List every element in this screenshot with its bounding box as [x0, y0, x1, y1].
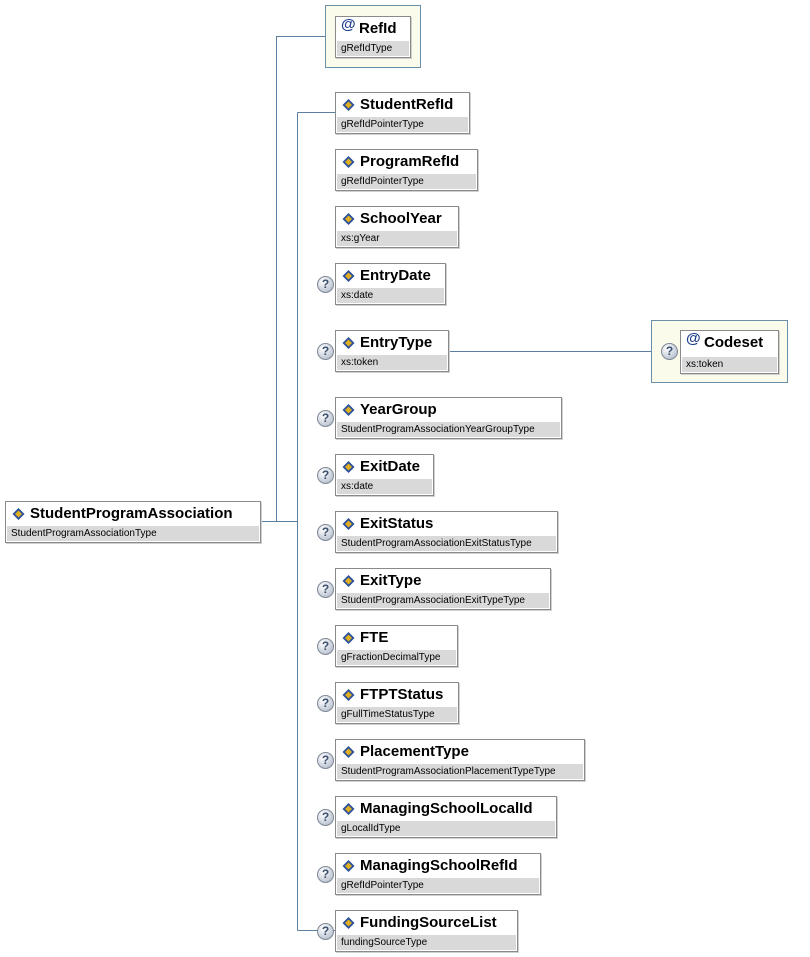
element-name: ProgramRefId: [360, 152, 460, 170]
optional-icon: ?: [317, 809, 334, 826]
element-node-entrydate[interactable]: EntryDate xs:date: [335, 263, 446, 305]
element-icon: [342, 98, 355, 111]
attribute-group-codeset: ? @ Codeset xs:token: [651, 320, 788, 383]
optional-icon: ?: [317, 524, 334, 541]
root-element-name: StudentProgramAssociation: [30, 504, 233, 522]
element-node-exitstatus[interactable]: ExitStatus StudentProgramAssociationExit…: [335, 511, 558, 553]
element-name: ExitDate: [360, 457, 421, 475]
optional-icon: ?: [317, 343, 334, 360]
element-icon: [342, 517, 355, 530]
element-name: PlacementType: [360, 742, 469, 760]
element-type: fundingSourceType: [337, 935, 516, 950]
attribute-icon: @: [686, 330, 701, 347]
element-icon: [342, 574, 355, 587]
element-node-yeargroup[interactable]: YearGroup StudentProgramAssociationYearG…: [335, 397, 562, 439]
optional-icon: ?: [317, 410, 334, 427]
optional-icon: ?: [661, 343, 678, 360]
element-type: StudentProgramAssociationExitTypeType: [337, 593, 549, 608]
optional-icon: ?: [317, 695, 334, 712]
attribute-group-refid: @ RefId gRefIdType: [325, 5, 421, 68]
element-name: SchoolYear: [360, 209, 442, 227]
element-icon: [342, 460, 355, 473]
element-node-fundingsourcelist[interactable]: FundingSourceList fundingSourceType: [335, 910, 518, 952]
element-name: StudentRefId: [360, 95, 454, 113]
element-type: xs:date: [337, 288, 444, 303]
element-icon: [342, 631, 355, 644]
attribute-type: gRefIdType: [337, 41, 409, 56]
element-type: gRefIdPointerType: [337, 878, 539, 893]
element-name: ManagingSchoolLocalId: [360, 799, 533, 817]
attribute-name: Codeset: [704, 333, 764, 351]
element-name: FundingSourceList: [360, 913, 497, 931]
attribute-node-codeset[interactable]: @ Codeset xs:token: [680, 330, 779, 374]
element-icon: [342, 155, 355, 168]
optional-icon: ?: [317, 467, 334, 484]
element-icon: [342, 802, 355, 815]
element-type: gLocalIdType: [337, 821, 555, 836]
element-icon: [12, 507, 25, 520]
element-icon: [342, 269, 355, 282]
element-node-managingschoolrefid[interactable]: ManagingSchoolRefId gRefIdPointerType: [335, 853, 541, 895]
optional-icon: ?: [317, 923, 334, 940]
element-name: EntryType: [360, 333, 433, 351]
element-node-exitdate[interactable]: ExitDate xs:date: [335, 454, 434, 496]
element-type: gFractionDecimalType: [337, 650, 456, 665]
element-type: StudentProgramAssociationExitStatusType: [337, 536, 556, 551]
element-type: xs:token: [337, 355, 447, 370]
element-icon: [342, 745, 355, 758]
element-node-managingschoollocalid[interactable]: ManagingSchoolLocalId gLocalIdType: [335, 796, 557, 838]
element-name: EntryDate: [360, 266, 431, 284]
element-name: ExitType: [360, 571, 422, 589]
element-icon: [342, 916, 355, 929]
attribute-icon: @: [341, 16, 356, 33]
root-element-type: StudentProgramAssociationType: [7, 526, 259, 541]
element-node-placementtype[interactable]: PlacementType StudentProgramAssociationP…: [335, 739, 585, 781]
element-name: ExitStatus: [360, 514, 434, 532]
element-type: gRefIdPointerType: [337, 117, 468, 132]
element-node-exittype[interactable]: ExitType StudentProgramAssociationExitTy…: [335, 568, 551, 610]
element-node-studentrefid[interactable]: StudentRefId gRefIdPointerType: [335, 92, 470, 134]
element-type: StudentProgramAssociationPlacementTypeTy…: [337, 764, 583, 779]
attribute-node-refid[interactable]: @ RefId gRefIdType: [335, 16, 411, 58]
element-node-fte[interactable]: FTE gFractionDecimalType: [335, 625, 458, 667]
element-icon: [342, 336, 355, 349]
attribute-name: RefId: [359, 19, 397, 37]
attribute-type: xs:token: [682, 357, 777, 372]
element-node-ftptstatus[interactable]: FTPTStatus gFullTimeStatusType: [335, 682, 459, 724]
element-node-entrytype[interactable]: EntryType xs:token: [335, 330, 449, 372]
element-name: FTPTStatus: [360, 685, 444, 703]
element-node-programrefid[interactable]: ProgramRefId gRefIdPointerType: [335, 149, 478, 191]
element-type: gFullTimeStatusType: [337, 707, 457, 722]
element-name: YearGroup: [360, 400, 437, 418]
element-type: StudentProgramAssociationYearGroupType: [337, 422, 560, 437]
element-name: FTE: [360, 628, 389, 646]
element-node-schoolyear[interactable]: SchoolYear xs:gYear: [335, 206, 459, 248]
root-element-node[interactable]: StudentProgramAssociation StudentProgram…: [5, 501, 261, 543]
optional-icon: ?: [317, 866, 334, 883]
element-icon: [342, 403, 355, 416]
element-type: gRefIdPointerType: [337, 174, 476, 189]
optional-icon: ?: [317, 581, 334, 598]
element-icon: [342, 688, 355, 701]
element-type: xs:date: [337, 479, 432, 494]
optional-icon: ?: [317, 752, 334, 769]
optional-icon: ?: [317, 638, 334, 655]
optional-icon: ?: [317, 276, 334, 293]
element-name: ManagingSchoolRefId: [360, 856, 518, 874]
element-type: xs:gYear: [337, 231, 457, 246]
element-icon: [342, 859, 355, 872]
element-icon: [342, 212, 355, 225]
